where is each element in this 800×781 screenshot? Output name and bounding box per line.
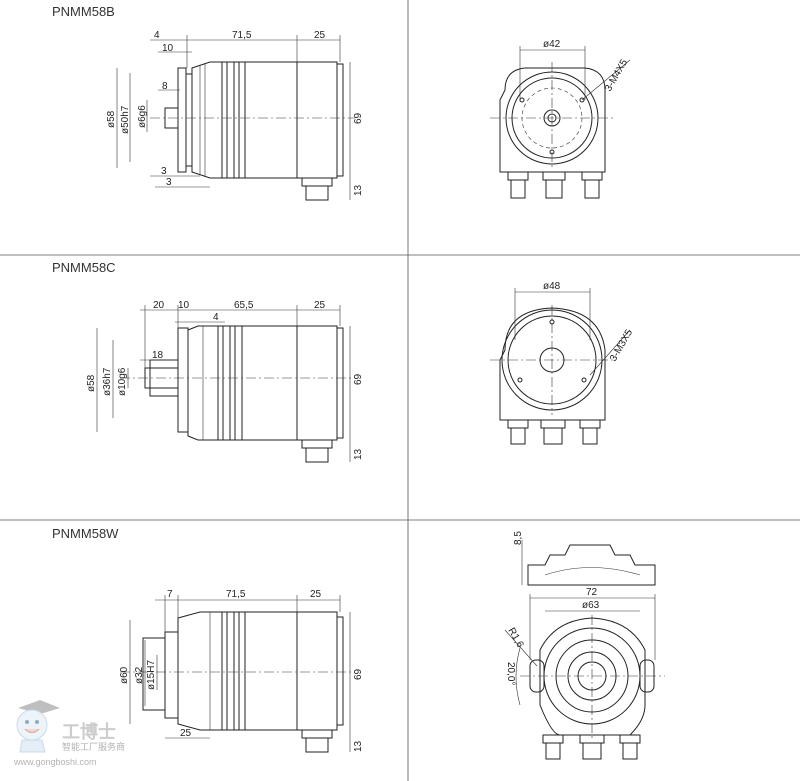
dim-label: 4 xyxy=(154,30,160,41)
dim-label: 71,5 xyxy=(232,30,252,41)
dim-label: ø58 xyxy=(106,110,117,128)
dim-label: 25 xyxy=(310,589,322,600)
dim-label: 8 xyxy=(162,81,168,92)
dim-label: 25 xyxy=(314,300,326,311)
dim-label: 71,5 xyxy=(226,589,246,600)
dim-label: ø63 xyxy=(582,600,600,611)
dim-label: 10 xyxy=(178,300,190,311)
dim-label: 3-M3X5 xyxy=(608,327,635,363)
dim-label: 18 xyxy=(152,350,164,361)
dim-label: 10 xyxy=(162,43,174,54)
side-view-pnmm58b xyxy=(116,35,355,201)
brand-slogan: 智能工厂服务商 xyxy=(62,741,125,752)
dim-label: ø32 xyxy=(134,666,145,684)
dim-label: ø10g6 xyxy=(117,367,128,396)
dim-label: 20,0° xyxy=(505,662,516,685)
front-view-pnmm58c xyxy=(490,288,631,445)
watermark-logo: 工博士 智能工厂服务商 www.gongboshi.com xyxy=(13,700,125,767)
dim-label: ø42 xyxy=(543,39,561,50)
dim-label: ø36h7 xyxy=(102,367,113,396)
dim-label: 7 xyxy=(167,589,173,600)
dim-label: ø58 xyxy=(86,374,97,392)
side-view-pnmm58w xyxy=(120,595,355,753)
model-title: PNMM58W xyxy=(52,526,119,541)
dim-label: 25 xyxy=(180,728,192,739)
dim-label: ø6g6 xyxy=(137,105,148,128)
dim-label: 13 xyxy=(353,740,364,752)
model-title: PNMM58C xyxy=(52,260,116,275)
model-title: PNMM58B xyxy=(52,4,115,19)
dim-label: 8,5 xyxy=(513,531,524,545)
front-view-pnmm58w xyxy=(504,594,665,760)
dim-label: 69 xyxy=(353,112,364,124)
dim-label: 3 xyxy=(166,177,172,188)
dim-label: 4 xyxy=(213,312,219,323)
top-view-pnmm58w xyxy=(521,540,656,586)
dim-label: R1,6 xyxy=(505,626,525,650)
dim-label: 25 xyxy=(314,30,326,41)
dim-label: ø50h7 xyxy=(120,105,131,134)
front-view-pnmm58b xyxy=(490,46,631,199)
dim-label: ø15H7 xyxy=(146,660,157,690)
dim-label: 65,5 xyxy=(234,300,254,311)
dim-label: ø48 xyxy=(543,281,561,292)
dim-label: 72 xyxy=(586,587,598,598)
dim-label: 3-M4X5 xyxy=(603,57,630,93)
dim-label: 13 xyxy=(353,184,364,196)
dim-label: 20 xyxy=(153,300,165,311)
brand-name: 工博士 xyxy=(62,721,116,742)
dim-label: 13 xyxy=(353,448,364,460)
side-view-pnmm58c xyxy=(96,305,355,463)
dim-label: 69 xyxy=(353,373,364,385)
brand-url: www.gongboshi.com xyxy=(13,757,97,767)
dim-label: 3 xyxy=(161,166,167,177)
dim-label: 69 xyxy=(353,668,364,680)
dim-label: ø60 xyxy=(119,666,130,684)
